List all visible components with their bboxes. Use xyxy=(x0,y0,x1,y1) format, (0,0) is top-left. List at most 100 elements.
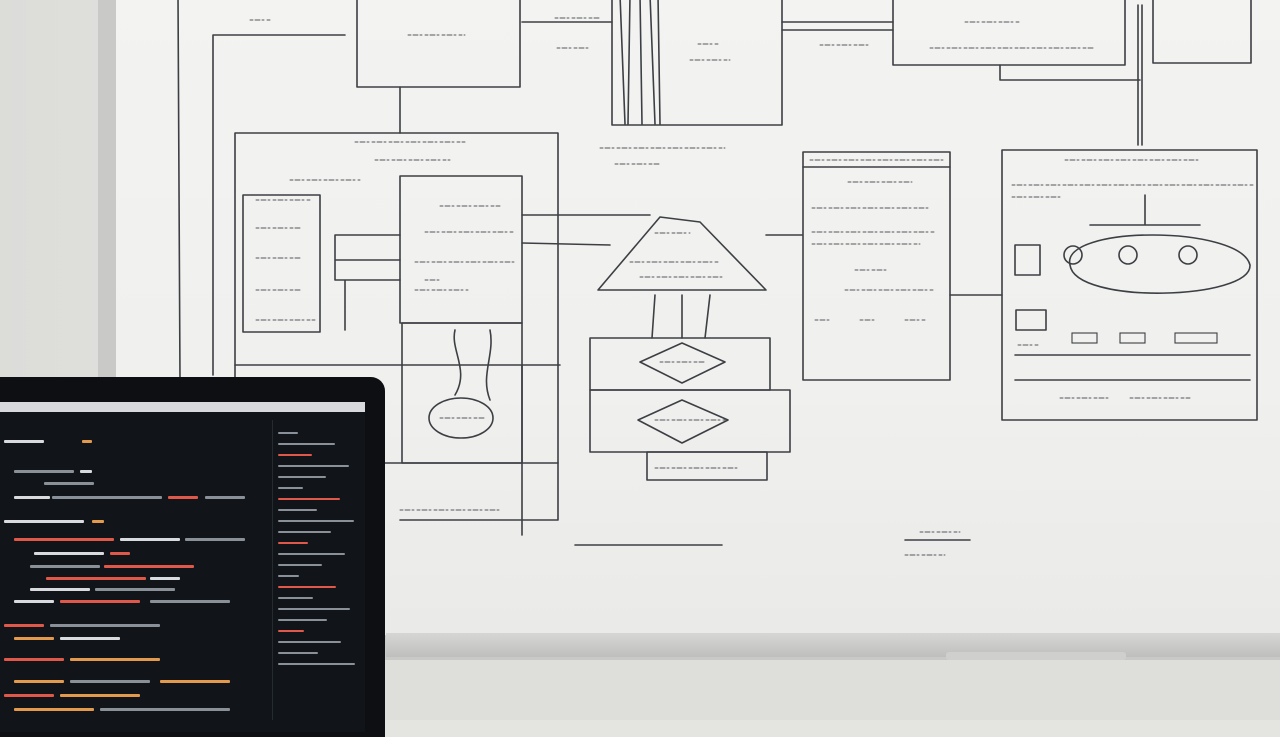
whiteboard-diagram xyxy=(177,0,1258,556)
diagram-box-decision-footer xyxy=(646,451,768,481)
code-line-segment xyxy=(100,708,230,711)
whiteboard-tray xyxy=(386,633,1280,657)
side-panel-line xyxy=(278,608,350,610)
side-panel-line xyxy=(278,641,341,643)
code-line-segment xyxy=(14,470,74,473)
code-line-segment xyxy=(50,624,160,627)
side-panel-line xyxy=(278,465,349,467)
diagram-right-rows xyxy=(1014,354,1251,381)
side-panel-line xyxy=(278,630,304,632)
diagram-box-left-lower xyxy=(401,322,523,464)
side-panel-line xyxy=(278,542,308,544)
code-line-segment xyxy=(185,538,245,541)
side-panel-line xyxy=(278,487,303,489)
side-panel-line xyxy=(278,454,312,456)
code-line-segment xyxy=(70,658,160,661)
code-line-segment xyxy=(60,637,120,640)
diagram-box-top-left xyxy=(356,0,521,88)
diagram-box-far-right xyxy=(1152,0,1252,64)
side-panel-line xyxy=(278,575,299,577)
diagram-node-3 xyxy=(1178,245,1198,265)
code-line-segment xyxy=(34,552,104,555)
code-editor-side-panel xyxy=(272,420,365,720)
code-line-segment xyxy=(150,600,230,603)
code-line-segment xyxy=(82,440,92,443)
code-line-segment xyxy=(80,470,92,473)
code-line-segment xyxy=(4,658,64,661)
side-panel-line xyxy=(278,443,335,445)
side-panel-line xyxy=(278,520,354,522)
code-line-segment xyxy=(4,440,44,443)
diagram-node-1 xyxy=(1063,245,1083,265)
code-line-segment xyxy=(70,680,150,683)
diagram-node-2 xyxy=(1118,245,1138,265)
diagram-chip-3 xyxy=(1174,332,1218,344)
code-line-segment xyxy=(52,496,162,499)
diagram-trapezoid xyxy=(597,216,767,291)
connector-left-bottom xyxy=(234,364,561,536)
code-line-segment xyxy=(4,694,54,697)
code-line-segment xyxy=(150,577,180,580)
side-panel-line xyxy=(278,652,318,654)
code-line-segment xyxy=(14,538,114,541)
code-line-segment xyxy=(95,588,175,591)
code-line-segment xyxy=(46,577,146,580)
diagram-diamond-lower xyxy=(637,399,729,444)
code-line-segment xyxy=(14,680,64,683)
code-line-segment xyxy=(14,496,50,499)
side-panel-line xyxy=(278,432,298,434)
diagram-cloud xyxy=(1069,234,1251,294)
diagram-small-box-2 xyxy=(1015,309,1047,331)
tray-marker xyxy=(946,652,1126,660)
diagram-box-top-center xyxy=(611,0,783,126)
code-line-segment xyxy=(44,482,94,485)
connector-trapezoid-down xyxy=(651,294,711,339)
code-line-segment xyxy=(60,600,140,603)
connector-left-vertical xyxy=(212,34,346,376)
code-line-segment xyxy=(14,600,54,603)
code-line-segment xyxy=(14,708,94,711)
diagram-box-right-middle xyxy=(802,151,951,381)
code-line-segment xyxy=(4,520,84,523)
code-line-segment xyxy=(30,565,100,568)
code-line-segment xyxy=(205,496,245,499)
side-panel-line xyxy=(278,553,345,555)
side-panel-line xyxy=(278,564,322,566)
diagram-chip-2 xyxy=(1119,332,1146,344)
diagram-box-far-right-large xyxy=(1001,149,1258,421)
side-panel-line xyxy=(278,663,355,665)
diagram-box-left-list xyxy=(242,194,321,333)
code-line-segment xyxy=(30,588,90,591)
side-panel-line xyxy=(278,498,340,500)
diagram-hatch xyxy=(619,0,661,125)
code-line-segment xyxy=(104,565,194,568)
diagram-small-box-1 xyxy=(1014,244,1041,276)
code-line-segment xyxy=(4,624,44,627)
connector-left-edge xyxy=(177,0,181,381)
code-line-segment xyxy=(14,637,54,640)
code-line-segment xyxy=(168,496,198,499)
side-panel-line xyxy=(278,597,313,599)
diagram-box-left-large xyxy=(234,132,559,464)
connector-to-trapezoid xyxy=(521,214,651,246)
side-panel-line xyxy=(278,586,336,588)
diagram-diamond-upper xyxy=(639,342,726,384)
side-panel-line xyxy=(278,531,331,533)
diagram-chip-1 xyxy=(1071,332,1098,344)
side-panel-line xyxy=(278,619,327,621)
diagram-scribbles xyxy=(249,17,1256,556)
code-line-segment xyxy=(92,520,104,523)
code-line-segment xyxy=(120,538,180,541)
code-line-segment xyxy=(110,552,130,555)
diagram-box-left-inner xyxy=(399,175,523,324)
code-line-segment xyxy=(160,680,230,683)
diagram-ellipse-left xyxy=(428,397,494,439)
side-panel-line xyxy=(278,476,326,478)
code-line-segment xyxy=(60,694,140,697)
connector-right-vertical xyxy=(999,4,1143,146)
side-panel-line xyxy=(278,509,317,511)
connector-top-horizontal xyxy=(521,21,894,31)
connector-left-inner xyxy=(334,234,401,331)
laptop-screen-titlebar xyxy=(0,402,365,412)
diagram-box-top-right xyxy=(892,0,1126,66)
